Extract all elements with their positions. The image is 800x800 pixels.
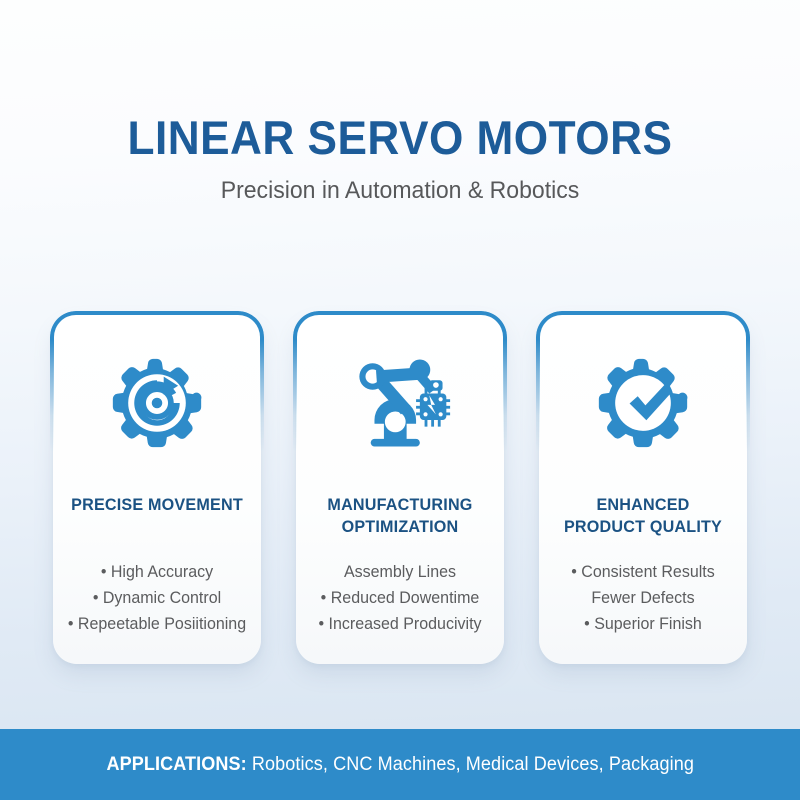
list-item: Fewer Defects	[591, 589, 695, 607]
feature-card-precise-movement[interactable]: PRECISE MOVEMENT • High Accuracy • Dynam…	[53, 314, 261, 664]
gear-refresh-icon	[53, 348, 261, 458]
list-item: Assembly Lines	[343, 563, 457, 581]
list-item: • Reduced Dowentime	[320, 589, 480, 607]
card-heading: ENHANCED PRODUCT QUALITY	[563, 495, 723, 536]
robot-arm-chip-icon	[296, 348, 504, 458]
list-item: • Consistent Results	[571, 563, 715, 581]
feature-card-enhanced-product-quality[interactable]: ENHANCED PRODUCT QUALITY • Consistent Re…	[539, 314, 747, 664]
card-heading: PRECISE MOVEMENT	[71, 495, 243, 514]
list-item: • Dynamic Control	[92, 589, 222, 607]
list-item: • Increased Producivity	[318, 615, 482, 633]
list-item: • High Accuracy	[100, 563, 214, 581]
page-title: LINEAR SERVO MOTORS	[127, 111, 673, 164]
feature-card-manufacturing-optimization[interactable]: MANUFACTURING OPTIMIZATION Assembly Line…	[296, 314, 504, 664]
card-heading: MANUFACTURING OPTIMIZATION	[327, 495, 473, 536]
card-bullet-list: • High Accuracy • Dynamic Control • Repe…	[60, 559, 254, 637]
applications-label: APPLICATIONS:	[106, 753, 247, 775]
card-bullet-list: • Consistent Results Fewer Defects • Sup…	[546, 559, 740, 637]
feature-cards-row: PRECISE MOVEMENT • High Accuracy • Dynam…	[0, 314, 800, 666]
card-bullet-list: Assembly Lines • Reduced Dowentime • Inc…	[303, 559, 497, 637]
gear-checkmark-icon	[539, 348, 747, 458]
list-item: • Repeetable Posiitioning	[67, 615, 247, 633]
applications-footer-bar: APPLICATIONS: Robotics, CNC Machines, Me…	[0, 729, 800, 800]
applications-value: Robotics, CNC Machines, Medical Devices,…	[246, 753, 694, 775]
page-subtitle: Precision in Automation & Robotics	[220, 177, 580, 204]
header: LINEAR SERVO MOTORS Precision in Automat…	[0, 112, 800, 206]
list-item: • Superior Finish	[584, 615, 702, 633]
applications-text: APPLICATIONS: Robotics, CNC Machines, Me…	[106, 754, 694, 776]
